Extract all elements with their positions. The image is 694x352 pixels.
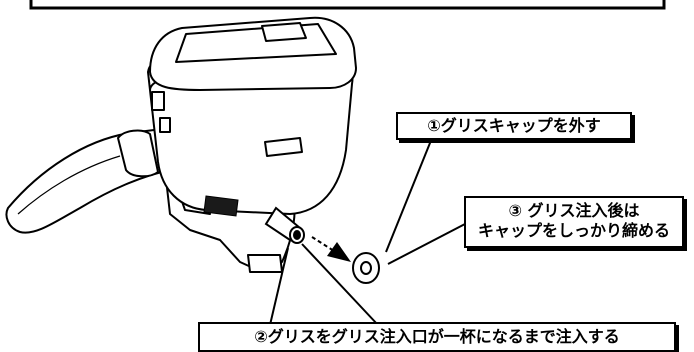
handle-collar xyxy=(117,129,159,178)
callout-tighten-cap: ③ グリス注入後は キャップをしっかり締める xyxy=(464,196,684,248)
callout-tighten-cap-line2: キャップをしっかり締める xyxy=(477,221,670,240)
grease-cap-center xyxy=(360,261,372,275)
removal-arrow xyxy=(311,236,351,262)
left-tab-lower xyxy=(159,117,171,133)
callout-remove-cap: ①グリスキャップを外す xyxy=(396,112,632,140)
leader-inject-label xyxy=(301,243,379,326)
top-frame-edge xyxy=(29,0,666,10)
grease-inlet-hole xyxy=(293,230,301,240)
spindle-nose xyxy=(247,254,283,273)
leader-remove-cap xyxy=(385,137,433,253)
leader-inject-port xyxy=(269,247,289,326)
lid-window xyxy=(261,22,307,42)
callout-remove-cap-text: ①グリスキャップを外す xyxy=(427,116,601,135)
handle-grip-line xyxy=(17,155,121,215)
left-tab-upper xyxy=(151,91,165,111)
grease-band xyxy=(203,195,239,217)
callout-inject-grease-text: ②グリスをグリス注入口が一杯になるまで注入する xyxy=(254,327,620,346)
grease-cap xyxy=(352,252,380,284)
label-plate xyxy=(264,137,303,157)
callout-inject-grease: ②グリスをグリス注入口が一杯になるまで注入する xyxy=(198,322,676,352)
callout-tighten-cap-line1: ③ グリス注入後は xyxy=(508,201,640,220)
power-tool xyxy=(5,16,357,273)
leader-tighten-cap xyxy=(387,223,466,265)
grease-inlet xyxy=(264,206,305,244)
leader-lines xyxy=(269,137,466,326)
